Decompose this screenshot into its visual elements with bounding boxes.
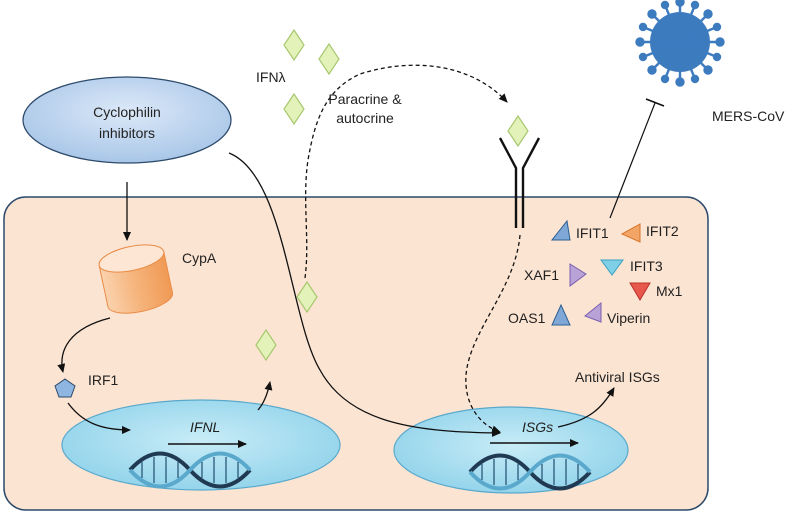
xaf1-triangle	[569, 263, 587, 287]
oas1-label: OAS1	[508, 310, 546, 326]
inhibition-line	[609, 102, 656, 219]
inhibitor-to-isgs-arrow	[228, 152, 501, 437]
mx1-label: Mx1	[656, 283, 683, 299]
viperin-label: Viperin	[607, 310, 650, 326]
viperin-triangle	[584, 301, 602, 323]
dna-helix-icon	[468, 453, 592, 491]
ifit1-triangle	[550, 219, 571, 241]
cypa-to-irf1-arrow	[57, 317, 111, 373]
paracrine-label-line2: autocrine	[336, 110, 394, 126]
nucleus-left	[61, 399, 341, 491]
inhibition-bar	[645, 98, 665, 107]
ifn-lambda-diamonds	[255, 28, 529, 362]
paracrine-dashed-arrow	[304, 64, 508, 279]
oas1-triangle	[551, 303, 571, 326]
cyclophilin-inhibitors-node	[22, 76, 232, 164]
cyclophilin-label-line2: inhibitors	[99, 125, 155, 141]
receptor-icon	[498, 137, 541, 228]
ifn-lambda-label: IFNλ	[256, 69, 286, 85]
xaf1-label: XAF1	[524, 267, 559, 283]
paracrine-label-line1: Paracrine &	[328, 91, 402, 107]
ifit2-triangle	[620, 223, 641, 243]
cyclophilin-label-line1: Cyclophilin	[93, 104, 161, 120]
ifit3-label: IFIT3	[630, 258, 663, 274]
ifit2-label: IFIT2	[646, 223, 679, 239]
receptor-signal-dashed-arrow	[465, 234, 521, 434]
dna-helix-icon	[128, 451, 252, 489]
ifit3-triangle	[600, 259, 624, 276]
mx1-triangle	[629, 282, 651, 301]
cypa-label: CypA	[182, 250, 217, 266]
cylinder-icon	[98, 244, 173, 314]
nucleus-right	[393, 406, 629, 494]
mers-label: MERS-CoV	[712, 108, 785, 124]
virus-icon	[635, 0, 725, 87]
ifit1-label: IFIT1	[576, 225, 609, 241]
pentagon-icon	[54, 378, 76, 398]
isgs-to-antiviral-arrow	[557, 387, 615, 428]
antiviral-isgs-label: Antiviral ISGs	[575, 369, 660, 385]
ifnl-gene-label: IFNL	[190, 419, 220, 435]
irf1-label: IRF1	[88, 372, 119, 388]
isgs-gene-label: ISGs	[522, 419, 553, 435]
ifnl-secretion-arrow	[257, 381, 273, 411]
irf1-to-ifnl-arrow	[67, 402, 131, 434]
